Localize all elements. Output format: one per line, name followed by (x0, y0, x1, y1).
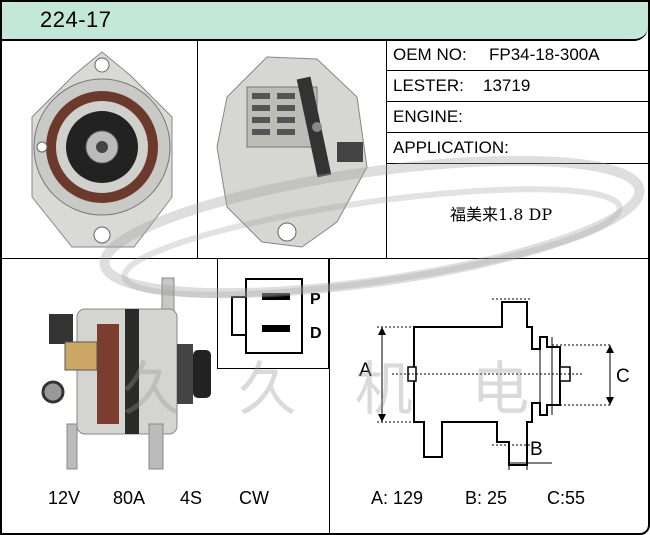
d-terminal-label: D (310, 325, 322, 342)
oem-label: OEM NO: (393, 45, 467, 64)
lester-row: LESTER: 13719 (387, 71, 648, 102)
dimension-b-letter: B (530, 439, 543, 460)
dimension-a-value: A: 129 (371, 488, 424, 508)
engine-row: ENGINE: (387, 102, 648, 133)
dimension-drawing (377, 298, 614, 470)
divider (2, 258, 648, 259)
dimension-c-letter: C (616, 366, 630, 387)
divider (386, 40, 387, 258)
application-value: 福美来1.8 DP (450, 205, 553, 224)
oem-value: FP34-18-300A (489, 45, 600, 64)
part-code: 224-17 (40, 7, 112, 32)
watermark-swoosh (99, 155, 645, 299)
application-label: APPLICATION: (393, 138, 509, 157)
header-bar: 224-17 (2, 2, 648, 41)
divider (329, 258, 330, 533)
alternator-rear-photo (216, 56, 368, 248)
dimension-b-value: B: 25 (465, 488, 508, 508)
lester-label: LESTER: (393, 76, 464, 95)
spec-pulley: 4S (180, 488, 203, 508)
watermark-text: 久 久 机 电 (122, 355, 550, 423)
engine-label: ENGINE: (393, 107, 463, 126)
oem-row: OEM NO: FP34-18-300A (387, 40, 648, 71)
spec-rotation: CW (239, 488, 269, 508)
dimension-a-letter: A (359, 360, 372, 381)
spec-voltage: 12V (48, 488, 81, 508)
divider (197, 40, 198, 258)
alternator-side-photo (41, 277, 211, 470)
p-terminal-label: P (310, 291, 321, 308)
connector-shape (231, 278, 303, 354)
connector-diagram: P D (217, 259, 329, 369)
alternator-front-photo (31, 51, 173, 248)
application-row: APPLICATION: (387, 133, 648, 164)
lester-value: 13719 (483, 76, 531, 95)
dimension-c-value: C:55 (547, 488, 586, 508)
spec-amperage: 80A (113, 488, 146, 508)
watermark: 久 久 机 电 (122, 342, 549, 426)
